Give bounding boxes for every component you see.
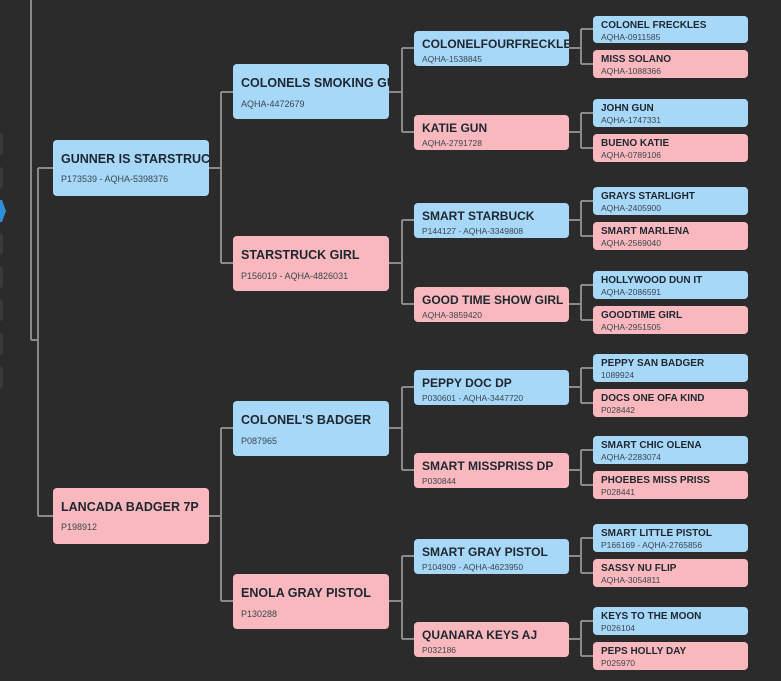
ancestor-card-gen3[interactable]: PEPPY DOC DP P030601 - AQHA-3447720 xyxy=(414,370,569,405)
registration-number: P144127 - AQHA-3349808 xyxy=(422,226,524,236)
registration-number: AQHA-2791728 xyxy=(422,138,483,148)
horse-name: SASSY NU FLIP xyxy=(601,563,677,574)
horse-name: DOCS ONE OFA KIND xyxy=(601,393,705,404)
horse-name: HOLLYWOOD DUN IT xyxy=(601,275,703,286)
ancestor-card-gen3[interactable]: SMART MISSPRISS DP P030844 xyxy=(414,453,569,488)
horse-name: COLONELS SMOKING GUN xyxy=(241,76,389,90)
horse-name: COLONEL'S BADGER xyxy=(241,413,372,427)
ancestor-card-gen4[interactable]: SMART LITTLE PISTOL P166169 - AQHA-27658… xyxy=(593,524,748,552)
horse-name: QUANARA KEYS AJ xyxy=(422,628,538,642)
sire-card[interactable]: GUNNER IS STARSTRUCK P173539 - AQHA-5398… xyxy=(53,140,209,196)
registration-number: P087965 xyxy=(241,436,278,446)
ancestor-card-gen4[interactable]: PEPS HOLLY DAY P025970 xyxy=(593,642,748,670)
registration-number: AQHA-0789106 xyxy=(601,150,662,160)
sidebar-tab[interactable] xyxy=(0,366,3,388)
sire-dam-card[interactable]: STARSTRUCK GIRL P156019 - AQHA-4826031 xyxy=(233,236,389,291)
registration-number: P025970 xyxy=(601,658,636,668)
registration-number: AQHA-2283074 xyxy=(601,452,662,462)
registration-number: 1089924 xyxy=(601,370,635,380)
horse-name: KEYS TO THE MOON xyxy=(601,611,702,622)
ancestor-card-gen3[interactable]: GOOD TIME SHOW GIRL AQHA-3859420 xyxy=(414,287,569,322)
ancestor-card-gen4[interactable]: PEPPY SAN BADGER 1089924 xyxy=(593,354,748,382)
horse-name: SMART LITTLE PISTOL xyxy=(601,528,712,539)
registration-number: P026104 xyxy=(601,623,636,633)
horse-name: GUNNER IS STARSTRUCK xyxy=(61,152,209,166)
horse-name: KATIE GUN xyxy=(422,121,488,135)
sidebar-tab[interactable] xyxy=(0,299,3,321)
ancestor-card-gen3[interactable]: COLONELFOURFRECKLE AQHA-1538845 xyxy=(414,31,569,66)
ancestor-card-gen4[interactable]: DOCS ONE OFA KIND P028442 xyxy=(593,389,748,417)
horse-name: GOOD TIME SHOW GIRL xyxy=(422,293,564,307)
ancestor-card-gen4[interactable]: BUENO KATIE AQHA-0789106 xyxy=(593,134,748,162)
registration-number: P130288 xyxy=(241,609,278,619)
horse-name: SMART MARLENA xyxy=(601,226,690,237)
sidebar-tab[interactable] xyxy=(0,233,3,255)
ancestor-card-gen3[interactable]: SMART STARBUCK P144127 - AQHA-3349808 xyxy=(414,203,569,238)
sidebar-tab[interactable] xyxy=(0,167,3,189)
ancestor-card-gen3[interactable]: KATIE GUN AQHA-2791728 xyxy=(414,115,569,150)
horse-name: SMART GRAY PISTOL xyxy=(422,545,548,559)
horse-name: PEPS HOLLY DAY xyxy=(601,646,687,657)
ancestor-card-gen4[interactable]: JOHN GUN AQHA-1747331 xyxy=(593,99,748,127)
registration-number: AQHA-2405900 xyxy=(601,203,662,213)
horse-name: SMART MISSPRISS DP xyxy=(422,459,554,473)
horse-name: GOODTIME GIRL xyxy=(601,310,683,321)
horse-name: SMART CHIC OLENA xyxy=(601,440,702,451)
horse-name: SMART STARBUCK xyxy=(422,209,535,223)
registration-number: AQHA-2569040 xyxy=(601,238,662,248)
horse-name: GRAYS STARLIGHT xyxy=(601,191,695,202)
horse-name: PHOEBES MISS PRISS xyxy=(601,475,710,486)
ancestor-card-gen4[interactable]: GRAYS STARLIGHT AQHA-2405900 xyxy=(593,187,748,215)
ancestor-card-gen4[interactable]: COLONEL FRECKLES AQHA-0911585 xyxy=(593,16,748,43)
ancestor-card-gen4[interactable]: GOODTIME GIRL AQHA-2951505 xyxy=(593,306,748,334)
horse-name: COLONELFOURFRECKLE xyxy=(422,37,569,51)
sire-sire-card[interactable]: COLONELS SMOKING GUN AQHA-4472679 xyxy=(233,64,389,119)
horse-name: PEPPY SAN BADGER xyxy=(601,358,705,369)
horse-name: LANCADA BADGER 7P xyxy=(61,500,199,514)
horse-name: JOHN GUN xyxy=(601,103,654,114)
registration-number: P104909 - AQHA-4623950 xyxy=(422,562,524,572)
registration-number: P028441 xyxy=(601,487,636,497)
registration-number: P030601 - AQHA-3447720 xyxy=(422,393,524,403)
registration-number: AQHA-0911585 xyxy=(601,32,661,42)
sidebar-tab[interactable] xyxy=(0,133,3,155)
horse-name: ENOLA GRAY PISTOL xyxy=(241,586,371,600)
ancestor-card-gen4[interactable]: SASSY NU FLIP AQHA-3054811 xyxy=(593,559,748,587)
registration-number: AQHA-2951505 xyxy=(601,322,662,332)
horse-name: BUENO KATIE xyxy=(601,138,670,149)
registration-number: AQHA-2086591 xyxy=(601,287,662,297)
sidebar-active-indicator[interactable] xyxy=(0,200,6,222)
dam-card[interactable]: LANCADA BADGER 7P P198912 xyxy=(53,488,209,544)
sidebar-tab[interactable] xyxy=(0,266,3,288)
registration-number: AQHA-1747331 xyxy=(601,115,662,125)
ancestor-card-gen4[interactable]: MISS SOLANO AQHA-1088366 xyxy=(593,50,748,78)
registration-number: P156019 - AQHA-4826031 xyxy=(241,271,349,281)
sidebar-tab[interactable] xyxy=(0,333,3,355)
horse-name: COLONEL FRECKLES xyxy=(601,20,707,31)
registration-number: P166169 - AQHA-2765856 xyxy=(601,540,703,550)
registration-number: AQHA-4472679 xyxy=(241,99,305,109)
registration-number: AQHA-3859420 xyxy=(422,310,483,320)
dam-dam-card[interactable]: ENOLA GRAY PISTOL P130288 xyxy=(233,574,389,629)
horse-name: MISS SOLANO xyxy=(601,54,672,65)
ancestor-card-gen4[interactable]: SMART MARLENA AQHA-2569040 xyxy=(593,222,748,250)
ancestor-card-gen4[interactable]: PHOEBES MISS PRISS P028441 xyxy=(593,471,748,499)
ancestor-card-gen3[interactable]: QUANARA KEYS AJ P032186 xyxy=(414,622,569,657)
registration-number: P028442 xyxy=(601,405,636,415)
horse-name: STARSTRUCK GIRL xyxy=(241,248,360,262)
ancestor-card-gen3[interactable]: SMART GRAY PISTOL P104909 - AQHA-4623950 xyxy=(414,539,569,574)
horse-name: PEPPY DOC DP xyxy=(422,376,512,390)
ancestor-card-gen4[interactable]: HOLLYWOOD DUN IT AQHA-2086591 xyxy=(593,271,748,299)
dam-sire-card[interactable]: COLONEL'S BADGER P087965 xyxy=(233,401,389,456)
ancestor-card-gen4[interactable]: KEYS TO THE MOON P026104 xyxy=(593,607,748,635)
registration-number: P032186 xyxy=(422,645,457,655)
registration-number: AQHA-1088366 xyxy=(601,66,662,76)
registration-number: AQHA-1538845 xyxy=(422,54,483,64)
registration-number: AQHA-3054811 xyxy=(601,575,661,585)
ancestor-card-gen4[interactable]: SMART CHIC OLENA AQHA-2283074 xyxy=(593,436,748,464)
registration-number: P198912 xyxy=(61,522,98,532)
registration-number: P030844 xyxy=(422,476,457,486)
registration-number: P173539 - AQHA-5398376 xyxy=(61,174,169,184)
